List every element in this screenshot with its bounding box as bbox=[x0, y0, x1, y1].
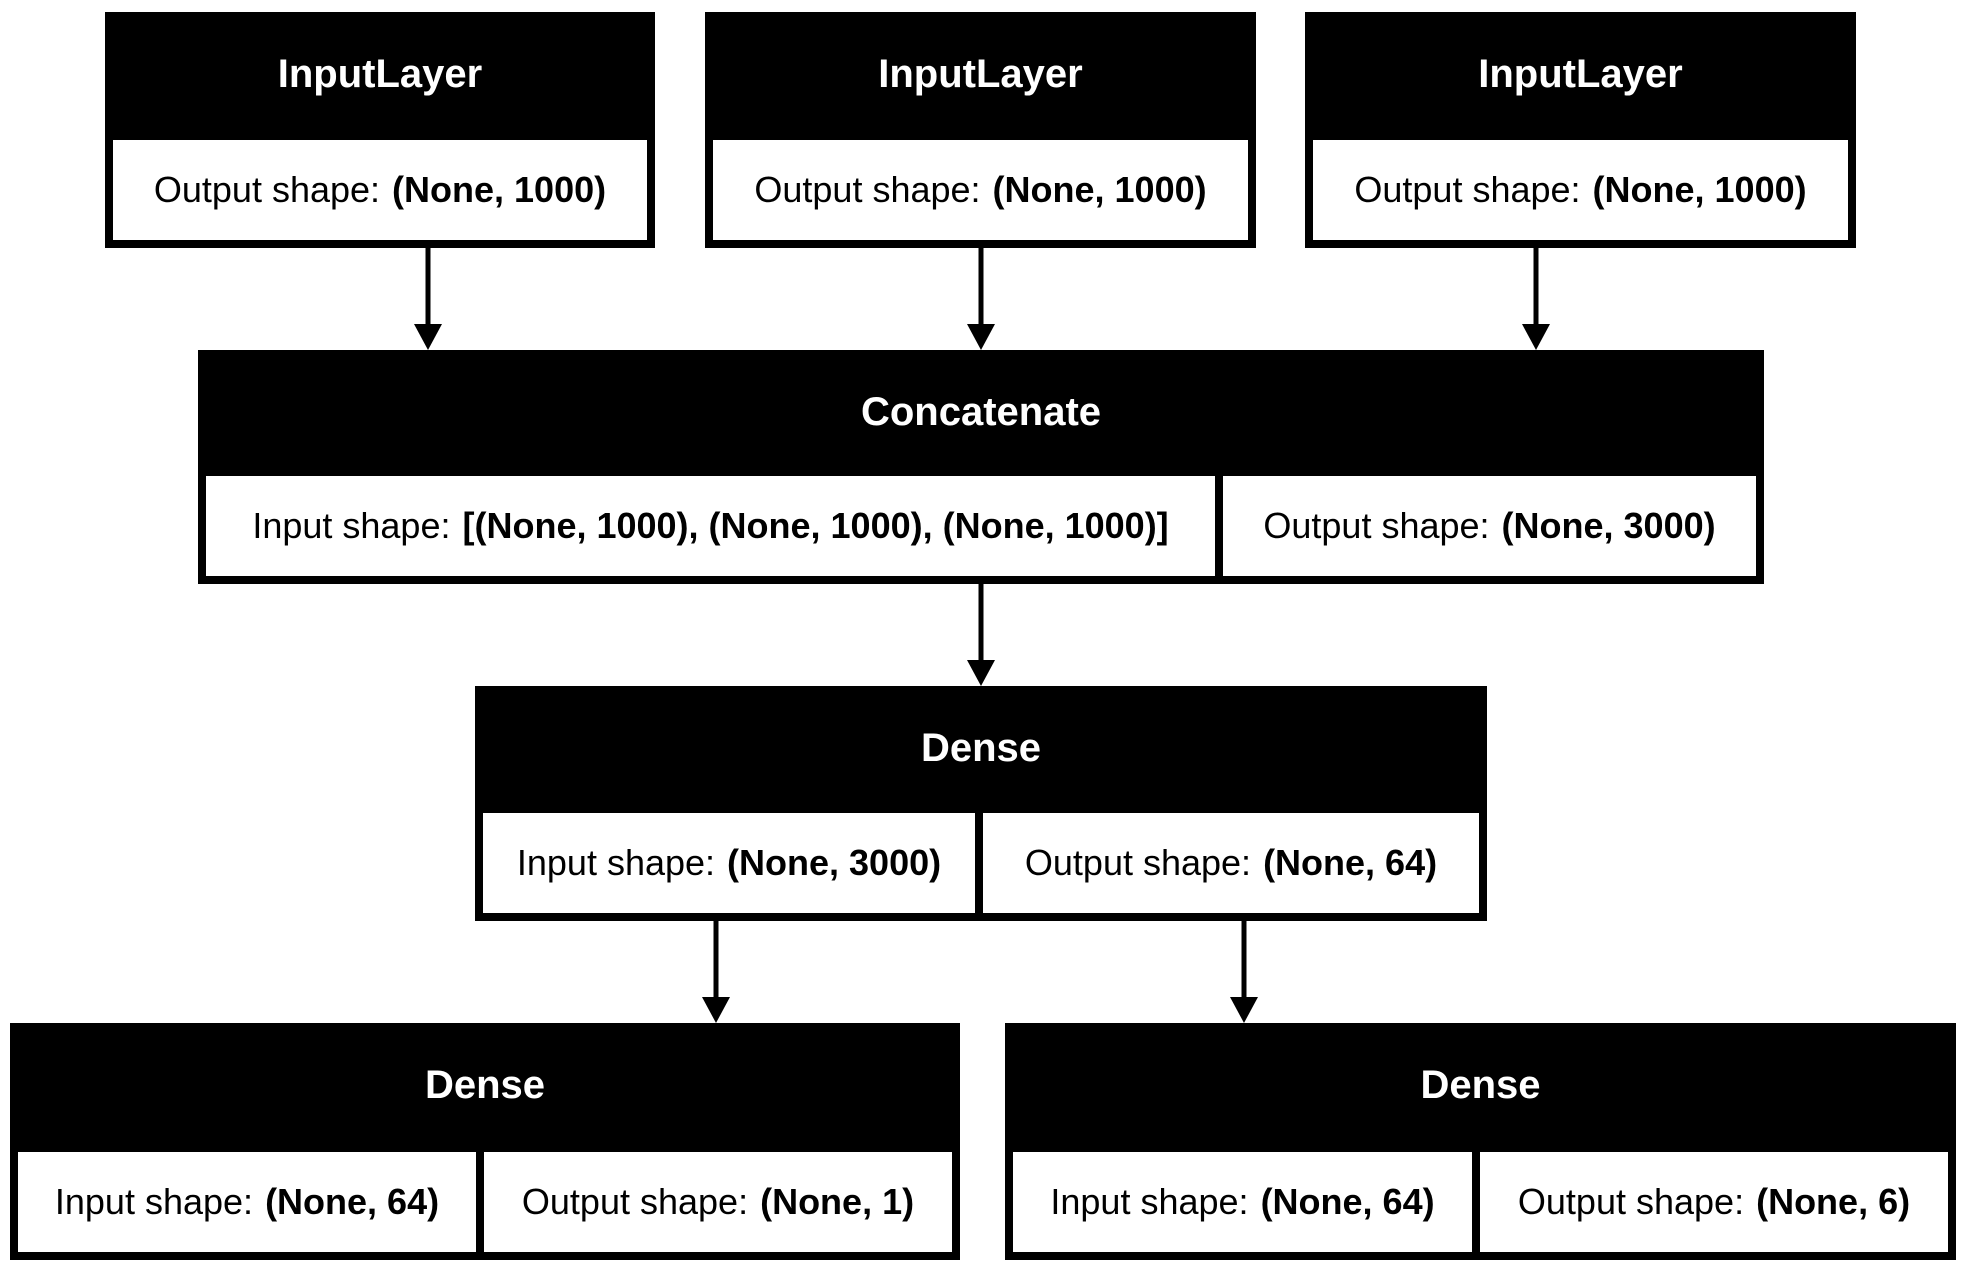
edge-concat-to-dense1 bbox=[967, 584, 995, 686]
output-shape-label: Output shape: bbox=[521, 1181, 749, 1222]
input-shape-value: (None, 3000) bbox=[727, 842, 942, 883]
node-title: Dense bbox=[424, 1063, 546, 1107]
input-shape-cell: Input shape: (None, 64) bbox=[1013, 1152, 1472, 1252]
output-shape-label: Output shape: bbox=[153, 169, 381, 210]
output-shape-label: Output shape: bbox=[1263, 505, 1490, 546]
input-shape-label: Input shape: bbox=[252, 505, 451, 546]
edge-dense1-to-dense3 bbox=[1230, 921, 1258, 1023]
node-title: Concatenate bbox=[860, 390, 1102, 434]
node-dense-2: Dense Input shape: (None, 64) Output sha… bbox=[10, 1023, 960, 1260]
node-concatenate: Concatenate Input shape: [(None, 1000), … bbox=[198, 350, 1764, 584]
node-shape-cells: Output shape: (None, 1000) bbox=[713, 140, 1248, 240]
input-shape-label: Input shape: bbox=[54, 1181, 254, 1222]
input-shape-cell: Input shape: (None, 64) bbox=[18, 1152, 476, 1252]
node-title: InputLayer bbox=[1478, 52, 1683, 96]
node-title: Dense bbox=[1420, 1063, 1541, 1107]
output-shape-cell: Output shape: (None, 1000) bbox=[713, 140, 1248, 240]
output-shape-value: (None, 1000) bbox=[1592, 169, 1807, 210]
input-shape-value: (None, 64) bbox=[265, 1181, 440, 1222]
node-shape-cells: Input shape: (None, 3000) Output shape: … bbox=[483, 813, 1479, 913]
output-shape-cell: Output shape: (None, 1000) bbox=[113, 140, 647, 240]
output-shape-value: (None, 1) bbox=[760, 1181, 915, 1222]
node-shape-cells: Input shape: (None, 64) Output shape: (N… bbox=[18, 1152, 952, 1252]
node-title: InputLayer bbox=[878, 52, 1083, 96]
input-shape-label: Input shape: bbox=[516, 842, 716, 883]
node-input-layer-2: InputLayer Output shape: (None, 1000) bbox=[705, 12, 1256, 248]
edge-input2-to-concat bbox=[967, 248, 995, 350]
edge-input1-to-concat bbox=[414, 248, 442, 350]
input-shape-value: [(None, 1000), (None, 1000), (None, 1000… bbox=[462, 505, 1169, 546]
node-title: Dense bbox=[920, 726, 1042, 770]
node-shape-cells: Input shape: (None, 64) Output shape: (N… bbox=[1013, 1152, 1948, 1252]
node-shape-cells: Output shape: (None, 1000) bbox=[113, 140, 647, 240]
output-shape-value: (None, 1000) bbox=[392, 169, 607, 210]
output-shape-cell: Output shape: (None, 64) bbox=[983, 813, 1479, 913]
input-shape-cell: Input shape: [(None, 1000), (None, 1000)… bbox=[206, 476, 1215, 576]
output-shape-cell: Output shape: (None, 3000) bbox=[1223, 476, 1756, 576]
output-shape-cell: Output shape: (None, 1) bbox=[484, 1152, 952, 1252]
output-shape-cell: Output shape: (None, 1000) bbox=[1313, 140, 1848, 240]
node-input-layer-3: InputLayer Output shape: (None, 1000) bbox=[1305, 12, 1856, 248]
output-shape-label: Output shape: bbox=[1024, 842, 1252, 883]
output-shape-value: (None, 6) bbox=[1756, 1181, 1911, 1222]
node-dense-1: Dense Input shape: (None, 3000) Output s… bbox=[475, 686, 1487, 921]
node-shape-cells: Output shape: (None, 1000) bbox=[1313, 140, 1848, 240]
output-shape-cell: Output shape: (None, 6) bbox=[1480, 1152, 1948, 1252]
output-shape-value: (None, 3000) bbox=[1501, 505, 1716, 546]
output-shape-label: Output shape: bbox=[754, 169, 981, 210]
input-shape-label: Input shape: bbox=[1050, 1181, 1249, 1222]
output-shape-value: (None, 1000) bbox=[992, 169, 1207, 210]
node-shape-cells: Input shape: [(None, 1000), (None, 1000)… bbox=[206, 476, 1756, 576]
edge-input3-to-concat bbox=[1522, 248, 1550, 350]
node-title: InputLayer bbox=[277, 52, 483, 96]
input-shape-value: (None, 64) bbox=[1260, 1181, 1435, 1222]
node-input-layer-1: InputLayer Output shape: (None, 1000) bbox=[105, 12, 655, 248]
input-shape-cell: Input shape: (None, 3000) bbox=[483, 813, 975, 913]
node-dense-3: Dense Input shape: (None, 64) Output sha… bbox=[1005, 1023, 1956, 1260]
output-shape-label: Output shape: bbox=[1517, 1181, 1745, 1222]
output-shape-label: Output shape: bbox=[1354, 169, 1581, 210]
edge-dense1-to-dense2 bbox=[702, 921, 730, 1023]
output-shape-value: (None, 64) bbox=[1263, 842, 1438, 883]
